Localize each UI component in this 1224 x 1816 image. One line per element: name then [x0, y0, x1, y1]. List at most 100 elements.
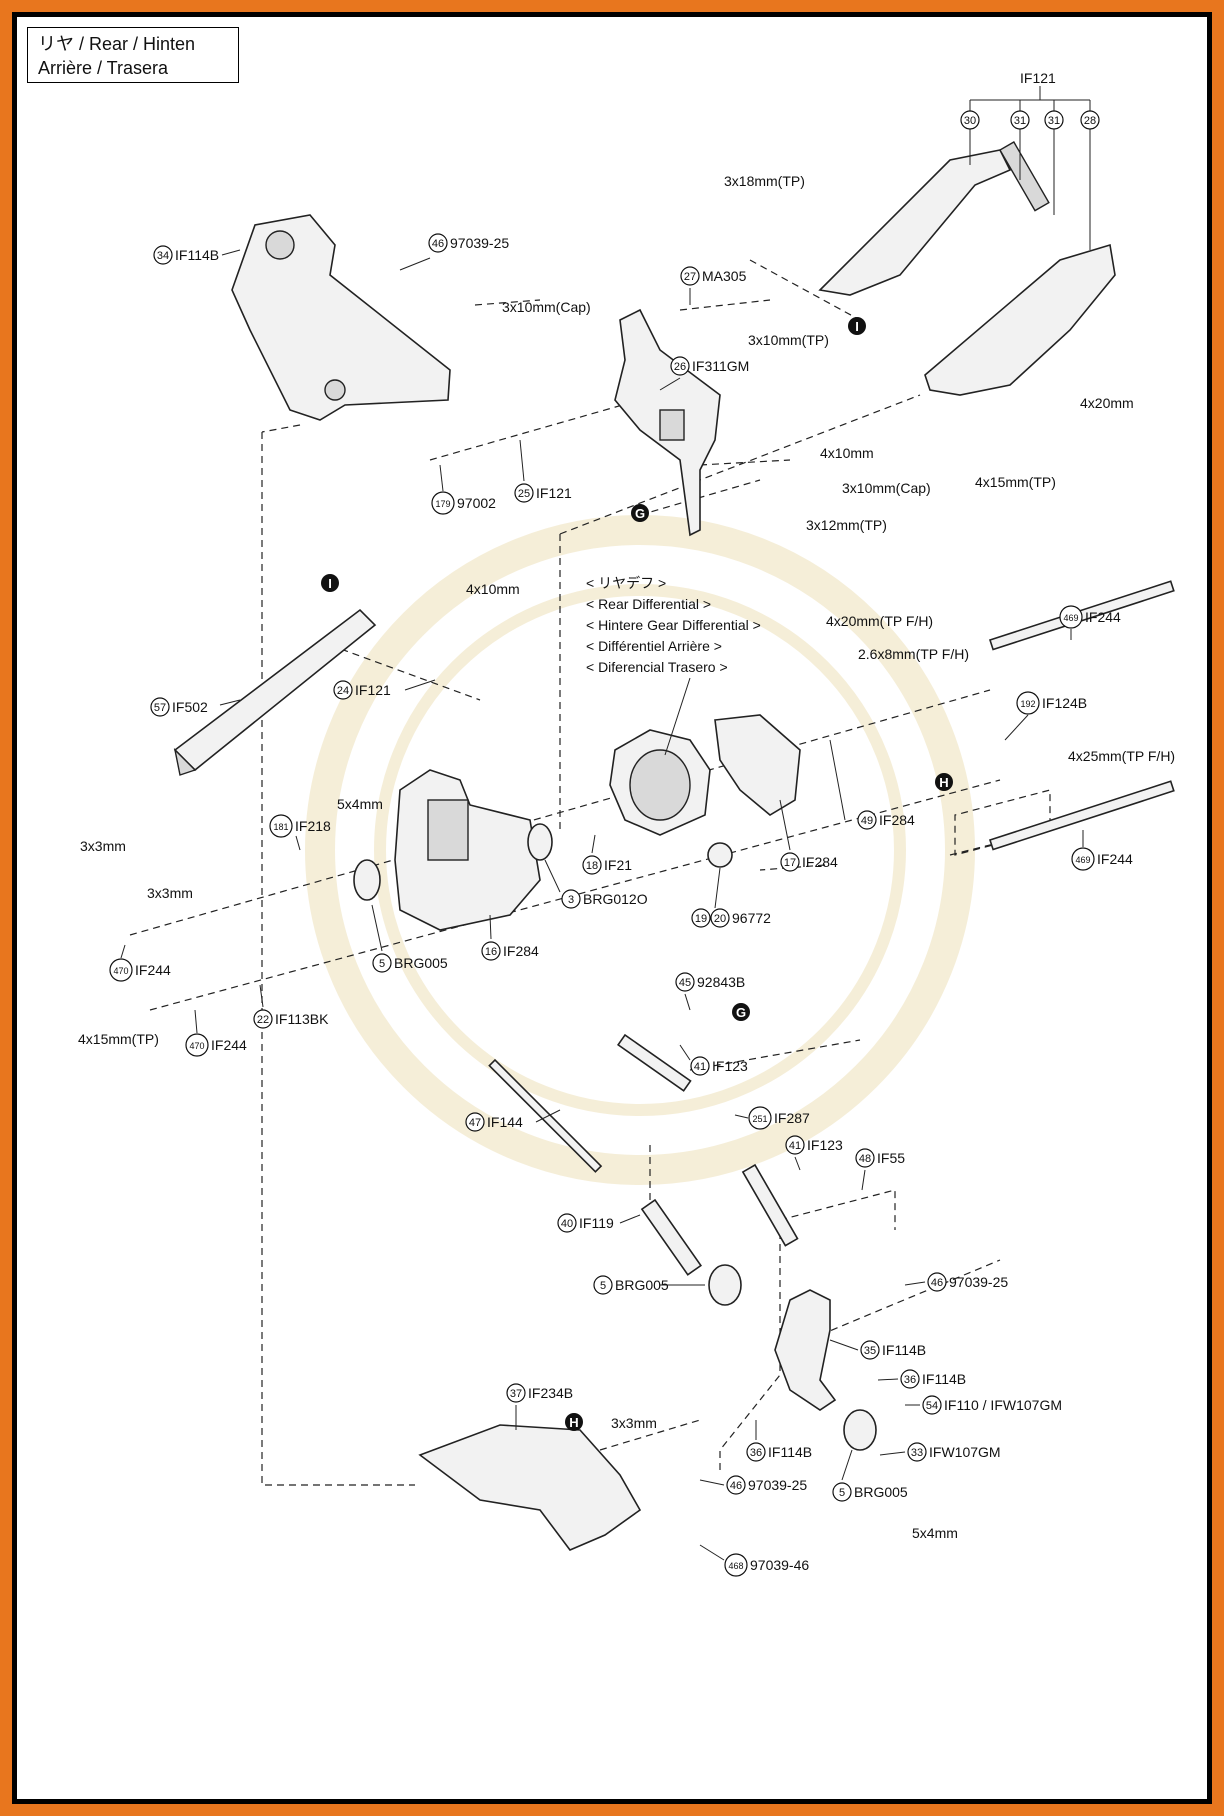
hub-carrier: [774, 1289, 837, 1411]
callout-c35: 35 IF114B: [829, 1339, 926, 1360]
ref-number: 36: [750, 1447, 762, 1459]
differential-title: < リヤデフ > < Rear Differential > < Hintere…: [586, 575, 761, 756]
leader-line: [699, 1479, 725, 1486]
hardware-label-h2: 3x10mm(Cap): [502, 299, 591, 315]
part-code: IF114B: [882, 1342, 926, 1358]
ref-number-circle: [785, 1135, 805, 1155]
part-code: IF287: [774, 1110, 810, 1126]
ref-number-circle: [1071, 847, 1095, 871]
ref-number-circle: [109, 958, 133, 982]
ref-number: 26: [674, 361, 686, 373]
leader-line: [439, 464, 444, 492]
svg-text:< Hintere Gear Differential >: < Hintere Gear Differential >: [586, 617, 761, 633]
leader-line: [219, 699, 241, 706]
part-code: BRG005: [615, 1277, 669, 1293]
callout-c3: 3 BRG012O: [544, 859, 648, 909]
ref-number: 181: [273, 822, 288, 832]
svg-text:28: 28: [1084, 115, 1096, 127]
ref-number-circle: [927, 1272, 947, 1292]
svg-text:I: I: [328, 576, 332, 591]
ref-number: 5: [839, 1487, 845, 1499]
title-line-1: リヤ / Rear / Hinten: [38, 34, 196, 54]
assembly-lines: [129, 259, 1051, 1486]
hardware-label-h15: 3x3mm: [147, 885, 193, 901]
part-code: IF123: [807, 1137, 843, 1153]
ref-number: 37: [510, 1388, 522, 1400]
leader-line: [699, 1544, 725, 1561]
leader-line: [879, 1451, 906, 1456]
svg-text:20: 20: [714, 913, 726, 925]
part-code: IF55: [877, 1150, 905, 1166]
ref-number-circle: [690, 1056, 710, 1076]
leader-line: [779, 799, 791, 851]
svg-text:19: 19: [695, 913, 707, 925]
bearings: [353, 823, 877, 1451]
leader-line: [794, 1156, 801, 1171]
hardware-label-h4: 4x20mm: [1080, 395, 1134, 411]
drive-shafts: [488, 1033, 799, 1276]
leader-line: [619, 1214, 641, 1224]
ref-number-circle: [726, 1475, 746, 1495]
hardware-label-h9: 4x10mm: [466, 581, 520, 597]
hardware-label-h17: 3x3mm: [611, 1415, 657, 1431]
part-code: IF21: [604, 857, 632, 873]
part-code: IF244: [135, 962, 171, 978]
ref-number: 470: [113, 966, 128, 976]
ref-number-circle: [724, 1553, 748, 1577]
ref-number: 46: [432, 238, 444, 250]
part-code: IF119: [579, 1215, 614, 1231]
ref-number-circle: [780, 852, 800, 872]
part-code: IF284: [879, 812, 915, 828]
ref-number: 54: [926, 1400, 938, 1412]
svg-text:G: G: [635, 506, 645, 521]
ref-number-circle: [832, 1482, 852, 1502]
leader-line: [679, 1044, 691, 1061]
part-code: BRG012O: [583, 891, 648, 907]
hardware-label-h16: 4x15mm(TP): [78, 1031, 159, 1047]
marker-g-2: G: [732, 1003, 750, 1021]
leader-line: [1004, 714, 1029, 741]
leader-line: [734, 1114, 749, 1119]
hardware-label-h11: 2.6x8mm(TP F/H): [858, 646, 969, 662]
ref-number-circle: [582, 855, 602, 875]
svg-text:< Diferencial Trasero >: < Diferencial Trasero >: [586, 659, 728, 675]
ref-number-circle: [153, 245, 173, 265]
title-line-2: Arrière / Trasera: [38, 58, 169, 78]
part-code: IF114B: [922, 1371, 966, 1387]
ref-number-circle: [1059, 605, 1083, 629]
ref-number: 3: [568, 894, 574, 906]
hardware-label-h7: 4x15mm(TP): [975, 474, 1056, 490]
leader-line: [194, 1009, 198, 1034]
leader-line: [519, 439, 525, 482]
ref-number: 16: [485, 946, 497, 958]
ref-number-circle: [372, 953, 392, 973]
part-code: IF124B: [1042, 695, 1087, 711]
ref-number: 22: [257, 1014, 269, 1026]
ref-number: 5: [600, 1280, 606, 1292]
hardware-label-h10: 4x20mm(TP F/H): [826, 613, 933, 629]
upper-suspension-arm: [231, 214, 451, 421]
svg-text:31: 31: [1048, 115, 1060, 127]
ref-number-circle: [514, 483, 534, 503]
ref-number: 35: [864, 1345, 876, 1357]
part-code: 97002: [457, 495, 496, 511]
leader-line: [544, 859, 561, 893]
part-code: 97039-25: [748, 1477, 807, 1493]
ref-number: 27: [684, 271, 696, 283]
part-code: IF234B: [528, 1385, 573, 1401]
gearbox-housing: [394, 769, 541, 931]
ref-number: 41: [694, 1061, 706, 1073]
ref-number-circle: [670, 356, 690, 376]
ref-number-circle: [465, 1112, 485, 1132]
